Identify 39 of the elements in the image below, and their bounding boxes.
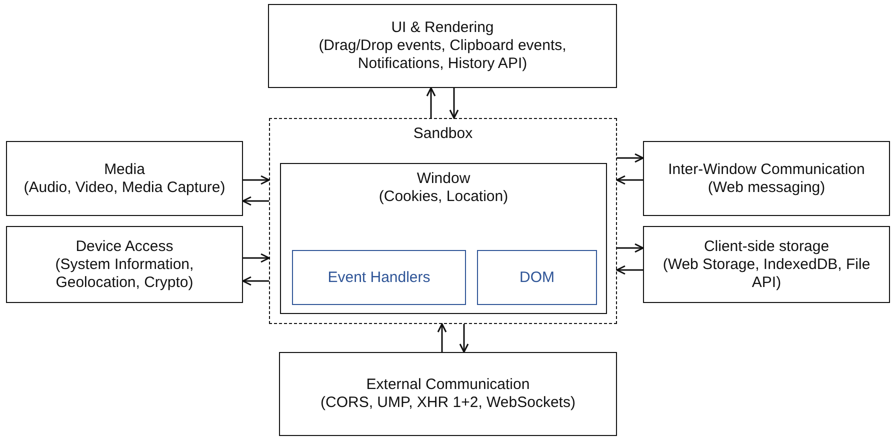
sandbox-container [269,118,617,324]
box-title: DOM [520,268,554,286]
arrow [616,265,643,275]
arrow [426,87,436,118]
component-box [6,226,243,303]
box-description: (Web messaging) [708,178,826,196]
box-title: External Communication [366,376,530,394]
box-title: Client-side storage [704,238,830,256]
arrow [617,243,644,253]
box-title: Device Access [76,238,174,256]
component-box [268,4,617,88]
arrow [459,324,469,353]
arrow [242,196,269,206]
box-title: UI & Rendering [391,19,494,37]
box-title: Window [416,170,470,188]
arrow [616,175,643,185]
box-title: Sandbox [413,125,473,143]
box-title: Media [104,160,145,178]
component-box [280,163,607,314]
box-description: (Web Storage, IndexedDB, File API) [662,256,872,292]
arrow [243,253,270,263]
component-box [279,352,617,436]
box-title: Event Handlers [328,268,430,286]
arrow [437,323,447,352]
box-description: (Cookies, Location) [378,188,508,206]
box-title: Inter-Window Communication [668,160,865,178]
arrow [243,175,270,185]
box-description: (System Information, Geolocation, Crypto) [54,256,195,292]
box-description: (CORS, UMP, XHR 1+2, WebSockets) [320,394,576,412]
box-description: (Audio, Video, Media Capture) [24,178,226,196]
arrow [617,153,644,163]
component-box [643,226,890,303]
module-box [477,250,597,305]
module-box [292,250,466,305]
component-box [6,141,243,216]
box-description: (Drag/Drop events, Clipboard events, Notifications, History API) [318,37,568,73]
arrow [449,88,459,119]
component-box [643,141,890,216]
arrow [242,276,269,286]
